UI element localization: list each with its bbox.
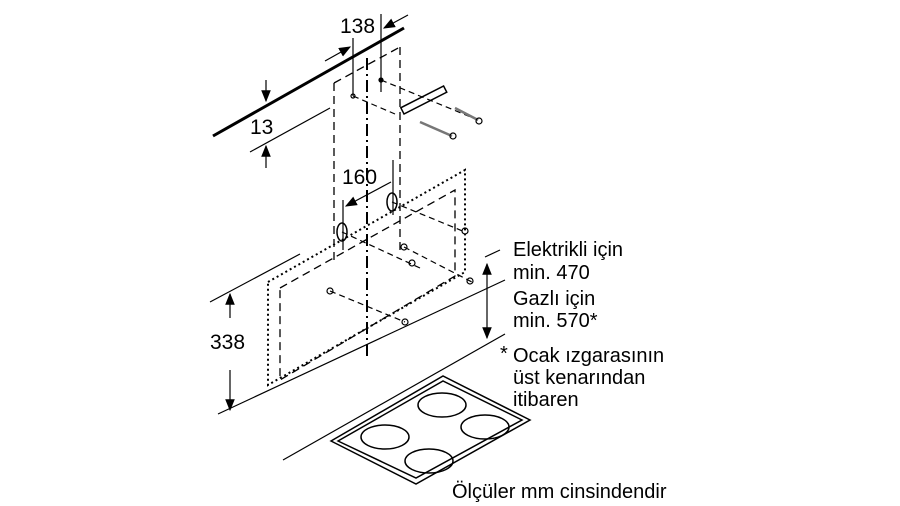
electric-min: min. 470 [513,262,590,284]
hook-left [336,222,348,242]
burner [460,414,510,440]
dimension-338: 338 [210,331,246,354]
electric-label: Elektrikli için [513,239,624,261]
dimension-138: 138 [340,15,376,38]
footnote-line1: Ocak ızgarasının [513,345,665,367]
screws [350,77,483,140]
units-note: Ölçüler mm cinsindendir [452,481,667,503]
hook-right [386,192,398,212]
gas-label: Gazlı için [513,288,596,310]
dimension-13: 13 [250,116,274,139]
chimney-outline [333,46,401,262]
footnote-star: * [500,343,508,365]
footnote-line3: itibaren [513,389,579,411]
gas-min: min. 570* [513,310,598,332]
burner [360,424,410,450]
cooktop [329,375,532,485]
ceiling-edge [212,26,405,138]
hood-outline-dashed [279,188,456,382]
hood-outline-dotted [267,168,466,387]
burner [404,448,454,474]
burner [417,392,467,418]
footnote-line2: üst kenarından [513,367,646,389]
wall-bracket [399,84,448,116]
dimension-160: 160 [342,166,378,189]
